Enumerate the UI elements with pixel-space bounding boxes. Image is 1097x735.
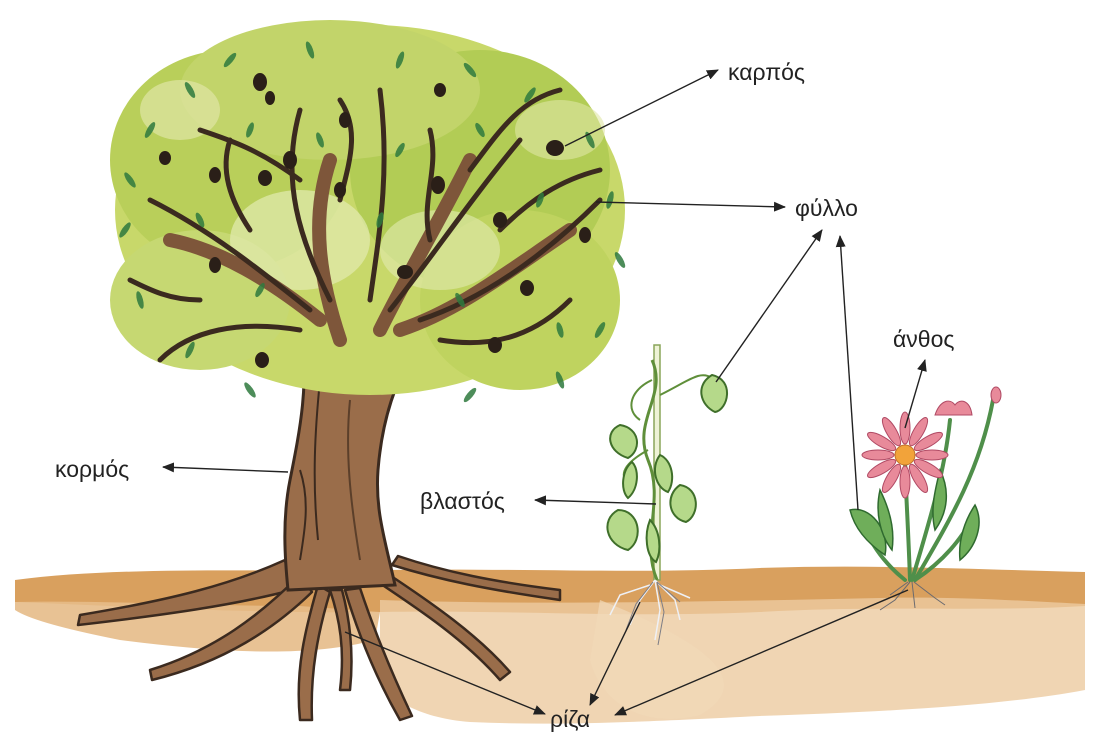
label-trunk: κορμός xyxy=(55,456,129,482)
arrow-trunk xyxy=(163,467,288,472)
label-flower: άνθος xyxy=(893,326,954,352)
label-stem: βλαστός xyxy=(420,488,505,514)
label-leaf: φύλλο xyxy=(795,195,858,221)
arrow-leaf-flower xyxy=(840,236,858,510)
arrow-leaf-bean xyxy=(716,230,822,382)
label-root: ρίζα xyxy=(550,706,590,732)
flower-bloom xyxy=(862,412,948,498)
label-fruit: καρπός xyxy=(728,59,805,85)
arrow-flower xyxy=(905,360,925,428)
arrow-stem xyxy=(535,500,656,504)
